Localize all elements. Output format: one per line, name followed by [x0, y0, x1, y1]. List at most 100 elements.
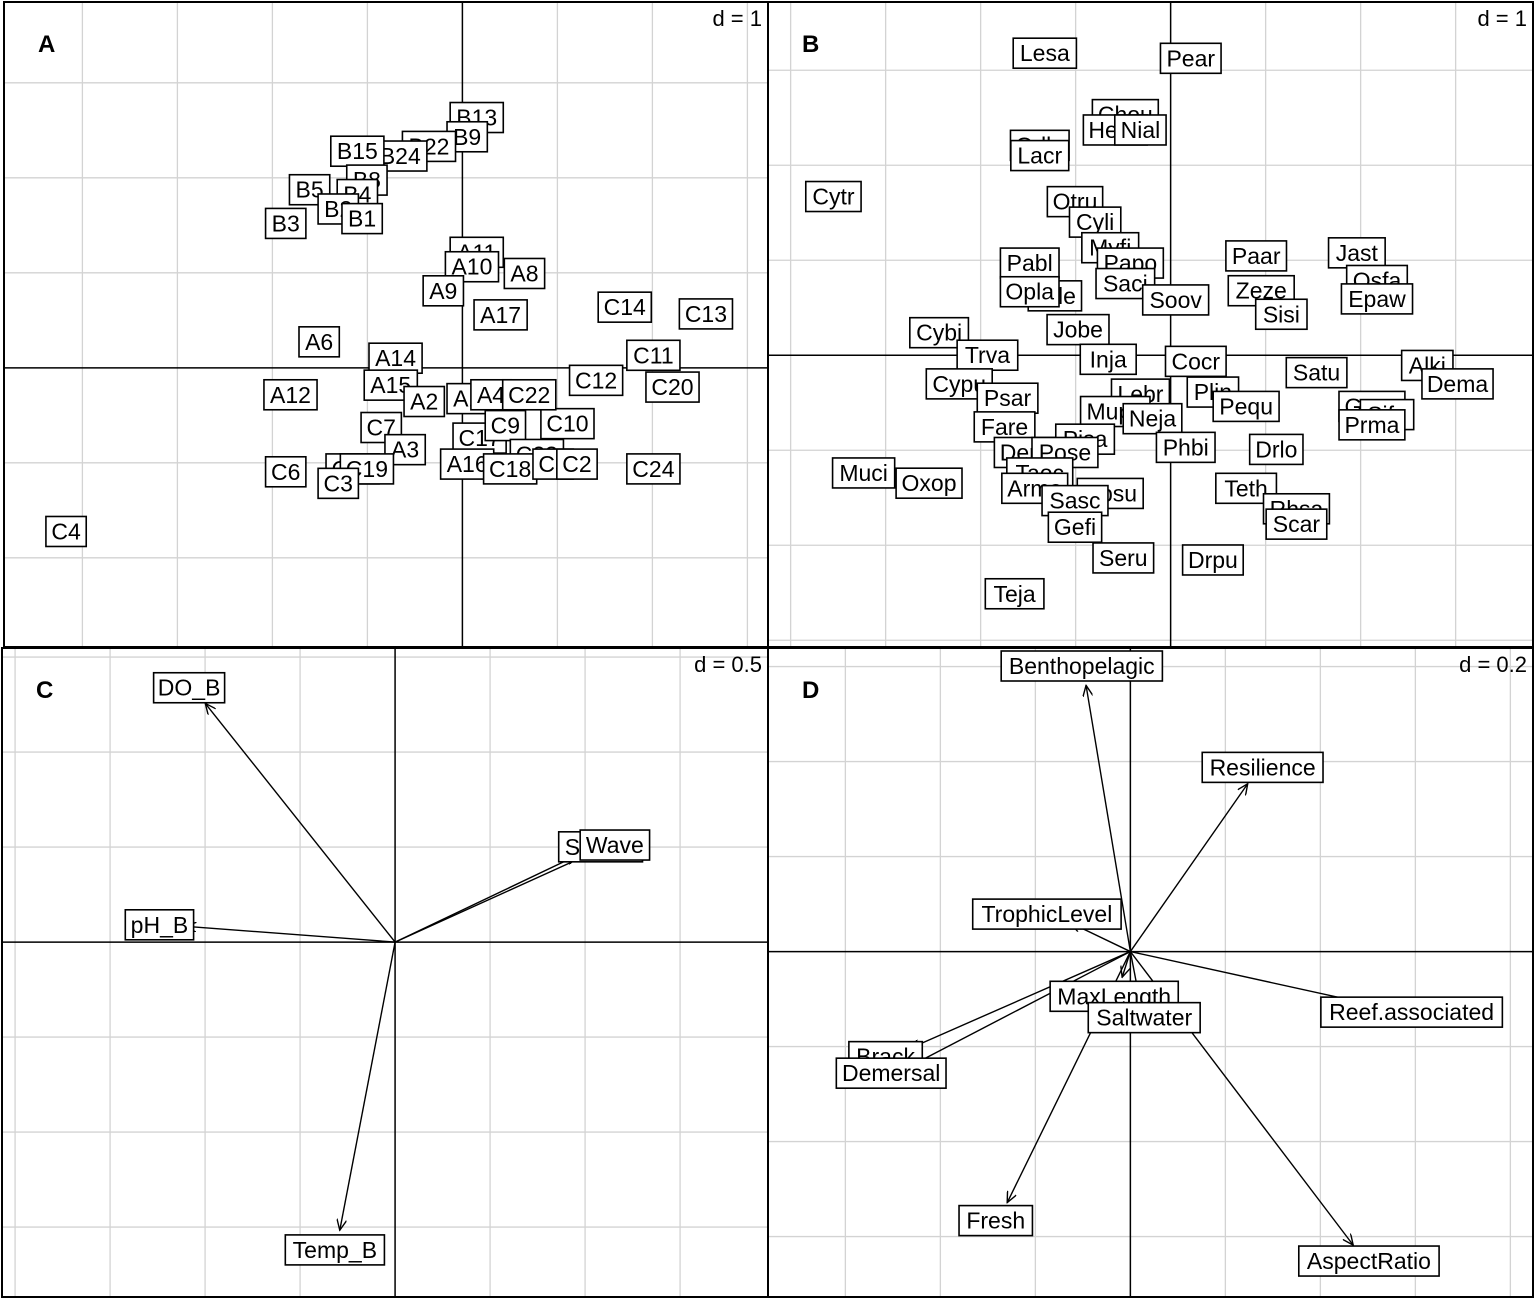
- label-text: Benthopelagic: [1009, 653, 1155, 679]
- point-label: C6: [264, 455, 307, 488]
- label-box: [1141, 284, 1210, 316]
- label-text: A16: [447, 451, 488, 477]
- label-text: Drpu: [1188, 547, 1238, 573]
- arrow-label: Saltwater: [1087, 1001, 1201, 1034]
- label-text: Nial: [1121, 117, 1161, 143]
- label-text: A9: [429, 278, 457, 304]
- label-text: Demersal: [842, 1060, 940, 1086]
- label-text: A14: [375, 345, 416, 371]
- label-text: Saci: [1103, 271, 1148, 297]
- d-scale-label: d = 0.2: [1459, 652, 1527, 677]
- label-box: [360, 411, 403, 444]
- point-label: Pear: [1159, 42, 1222, 75]
- label-box: [1041, 484, 1109, 517]
- point-label: Sasc: [1041, 484, 1109, 517]
- label-text: A6: [305, 329, 333, 355]
- panel-frame: [1, 647, 769, 1298]
- label-text: Saltwater: [1096, 1005, 1192, 1031]
- label-box: [895, 467, 963, 499]
- point-label: A2: [403, 385, 446, 418]
- label-box: [1338, 409, 1406, 441]
- label-box: [124, 909, 195, 941]
- panel-d: BenthopelagicResilienceTrophicLevelMaxLe…: [767, 647, 1534, 1298]
- label-text: B9: [453, 124, 481, 150]
- label-text: Satu: [1293, 360, 1340, 386]
- label-box: [1087, 1001, 1201, 1034]
- label-text: DO_B: [158, 675, 221, 701]
- label-box: [284, 1234, 386, 1266]
- arrow-label: Fresh: [958, 1204, 1034, 1237]
- point-label: A6: [298, 326, 341, 358]
- point-label: C4: [45, 515, 88, 548]
- label-box: [831, 457, 896, 489]
- label-box: [1092, 542, 1155, 574]
- loading-arrow: [1129, 784, 1247, 952]
- label-text: pH_B: [131, 912, 189, 938]
- label-text: C11: [633, 342, 674, 368]
- label-text: Cyli: [1076, 209, 1114, 235]
- label-text: C4: [51, 518, 81, 544]
- loading-arrow: [909, 950, 1131, 1049]
- label-text: C12: [575, 367, 617, 393]
- label-box: [341, 202, 384, 235]
- label-box: [984, 577, 1045, 610]
- label-text: Inja: [1090, 346, 1127, 372]
- label-box: [1265, 508, 1328, 540]
- loading-arrow: [1086, 685, 1132, 952]
- label-text: Muci: [839, 460, 888, 486]
- panel-frame: [767, 647, 1534, 1298]
- label-text: Jobe: [1053, 317, 1103, 343]
- label-text: Sisi: [1263, 301, 1300, 327]
- d-scale-label: d = 1: [1477, 6, 1527, 31]
- arrows-and-labels: BenthopelagicResilienceTrophicLevelMaxLe…: [835, 650, 1504, 1277]
- label-text: A3: [391, 437, 419, 463]
- point-label: Pequ: [1212, 390, 1280, 423]
- point-label: Lesa: [1012, 37, 1078, 69]
- label-box: [1047, 511, 1103, 544]
- arrow-label: pH_B: [124, 909, 195, 941]
- point-label: Saci: [1095, 267, 1156, 300]
- label-text: Epaw: [1348, 286, 1406, 312]
- label-box: [1000, 650, 1164, 682]
- loading-arrow: [914, 950, 1131, 1064]
- point-label: Dema: [1421, 368, 1494, 400]
- label-box: [1297, 1245, 1440, 1277]
- label-box: [1079, 343, 1137, 376]
- label-box: [501, 378, 557, 411]
- label-text: Soov: [1149, 287, 1202, 313]
- label-box: [422, 275, 465, 307]
- label-box: [263, 378, 318, 411]
- label-box: [473, 299, 528, 331]
- point-label: C12: [568, 364, 624, 397]
- label-text: Jast: [1336, 240, 1379, 266]
- label-text: Paar: [1232, 243, 1281, 269]
- label-text: Resilience: [1210, 754, 1316, 780]
- point-label: C24: [626, 453, 681, 485]
- point-label: Nial: [1113, 114, 1167, 146]
- loading-arrow: [394, 853, 591, 943]
- label-box: [1421, 368, 1494, 400]
- label-box: [597, 291, 653, 323]
- point-label: Muci: [831, 457, 896, 489]
- label-box: [958, 1204, 1034, 1237]
- label-box: [568, 364, 624, 397]
- point-label: Drlo: [1248, 433, 1304, 466]
- point-label: Trva: [956, 339, 1019, 372]
- label-box: [1327, 237, 1386, 269]
- label-box: [540, 407, 595, 440]
- panel-letter: A: [38, 31, 55, 58]
- label-box: [1046, 313, 1110, 346]
- label-text: Lesa: [1020, 40, 1070, 66]
- label-box: [1225, 240, 1288, 272]
- label-box: [956, 339, 1019, 372]
- label-text: C24: [632, 456, 674, 482]
- label-box: [45, 515, 88, 548]
- label-text: Temp_B: [293, 1237, 377, 1263]
- label-text: Pear: [1166, 45, 1215, 71]
- label-box: [368, 342, 423, 374]
- label-box: [626, 339, 681, 372]
- label-box: [1340, 283, 1414, 315]
- arrow-label: Wave: [579, 829, 651, 861]
